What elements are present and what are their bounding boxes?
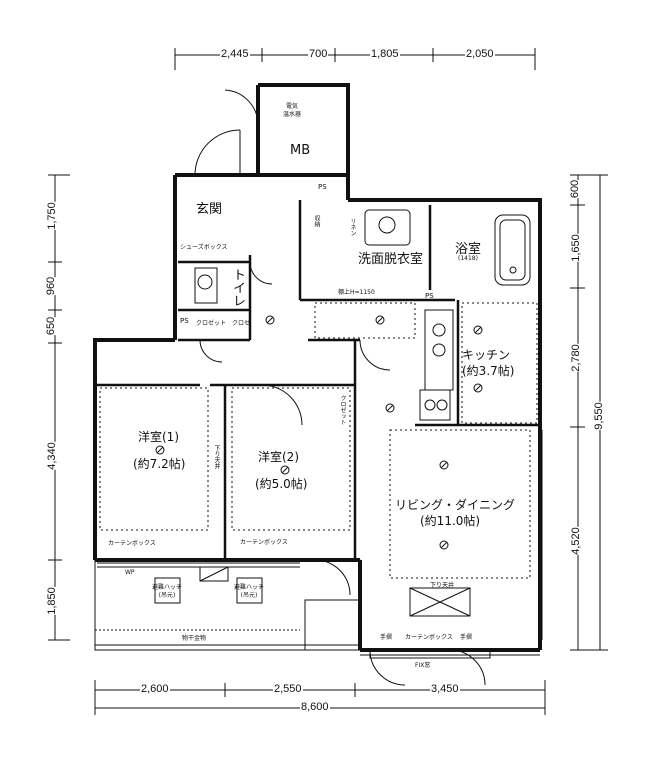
dim-right-3: 2,780 bbox=[569, 344, 582, 372]
room-washroom: 洗面脱衣室 bbox=[358, 252, 424, 267]
entry-door-swing bbox=[194, 129, 241, 176]
label-handrail-base: 物干金物 bbox=[182, 635, 207, 642]
label-ps-2: PS bbox=[425, 292, 434, 300]
label-hatch-1: 避難ハッチ (吊元) bbox=[152, 584, 183, 599]
dim-bottom-3: 3,450 bbox=[430, 683, 460, 695]
room-bedroom2: 洋室(2) bbox=[258, 450, 299, 464]
dim-left-2: 960 bbox=[45, 276, 58, 296]
label-hatch-2: 避難ハッチ (吊元) bbox=[234, 584, 265, 599]
dim-left-5: 1,850 bbox=[45, 587, 58, 615]
dim-right-2: 1,650 bbox=[569, 234, 582, 262]
label-closet-1: クロゼット bbox=[196, 320, 227, 327]
dim-bottom-2: 2,550 bbox=[273, 683, 303, 695]
room-living-size: (約11.0帖) bbox=[420, 514, 481, 528]
label-handrail-1: 手摺 bbox=[380, 634, 393, 641]
dim-top-4: 2,050 bbox=[465, 48, 495, 60]
label-water-heater: 電気 温水器 bbox=[282, 103, 301, 118]
dim-right-total: 9,550 bbox=[592, 402, 605, 430]
room-toilet: トイレ bbox=[230, 268, 245, 307]
dim-top-1: 2,445 bbox=[220, 48, 250, 60]
room-bath: 浴室 bbox=[455, 242, 482, 257]
dim-bottom-1: 2,600 bbox=[140, 683, 170, 695]
toilet-bowl bbox=[197, 274, 213, 290]
label-handrail-2: 手摺 bbox=[460, 634, 473, 641]
room-entrance: 玄関 bbox=[196, 202, 223, 217]
label-bath-size: (1418) bbox=[458, 255, 478, 262]
label-ceiling-drop-2: 下り天井 bbox=[213, 445, 220, 469]
label-curtain-box-3: カーテンボックス bbox=[405, 634, 453, 641]
room-kitchen: キッチン bbox=[462, 348, 511, 362]
label-ps-1: PS bbox=[318, 183, 327, 191]
wall-west-lower bbox=[93, 338, 175, 560]
label-closet-3: クロゼット bbox=[339, 395, 346, 425]
dim-right-4: 4,520 bbox=[569, 527, 582, 555]
room-bedroom2-size: (約5.0帖) bbox=[255, 477, 308, 491]
living-ceiling bbox=[389, 429, 531, 579]
label-storage: 収納 bbox=[313, 215, 320, 227]
wall-east bbox=[348, 198, 542, 650]
label-shoe-box: シューズボックス bbox=[180, 244, 228, 251]
label-ceiling-drop-1: 下り天井 bbox=[430, 582, 455, 589]
label-ps-3: PS bbox=[180, 317, 189, 325]
hatch-2 bbox=[236, 577, 263, 604]
room-mb: MB bbox=[290, 143, 311, 158]
dim-bottom-total: 8,600 bbox=[300, 701, 330, 713]
dim-top-2: 700 bbox=[308, 48, 329, 60]
label-fix-window: FIX窓 bbox=[415, 662, 431, 669]
bathtub bbox=[494, 214, 531, 286]
room-living: リビング・ダイニング bbox=[395, 498, 516, 512]
dim-top-3: 1,805 bbox=[370, 48, 400, 60]
washbasin bbox=[364, 209, 411, 246]
label-linen: リネン bbox=[349, 218, 356, 236]
dim-left-1: 1,750 bbox=[45, 202, 58, 230]
label-closet-2: クロゼ bbox=[232, 320, 251, 327]
label-shelf: 棚上H=1150 bbox=[338, 289, 375, 296]
room-kitchen-size: (約3.7帖) bbox=[462, 364, 515, 378]
wall-mb bbox=[258, 83, 350, 175]
dim-left-3: 650 bbox=[45, 316, 58, 336]
label-curtain-box-1: カーテンボックス bbox=[108, 540, 156, 547]
room-bedroom1-size: (約7.2帖) bbox=[133, 457, 186, 471]
room-bedroom1: 洋室(1) bbox=[138, 430, 179, 444]
dim-right-1: 600 bbox=[569, 179, 582, 199]
hatch-1 bbox=[154, 577, 181, 604]
label-curtain-box-2: カーテンボックス bbox=[240, 539, 288, 546]
dim-left-4: 4,340 bbox=[45, 442, 58, 470]
label-wp: WP bbox=[125, 569, 135, 576]
